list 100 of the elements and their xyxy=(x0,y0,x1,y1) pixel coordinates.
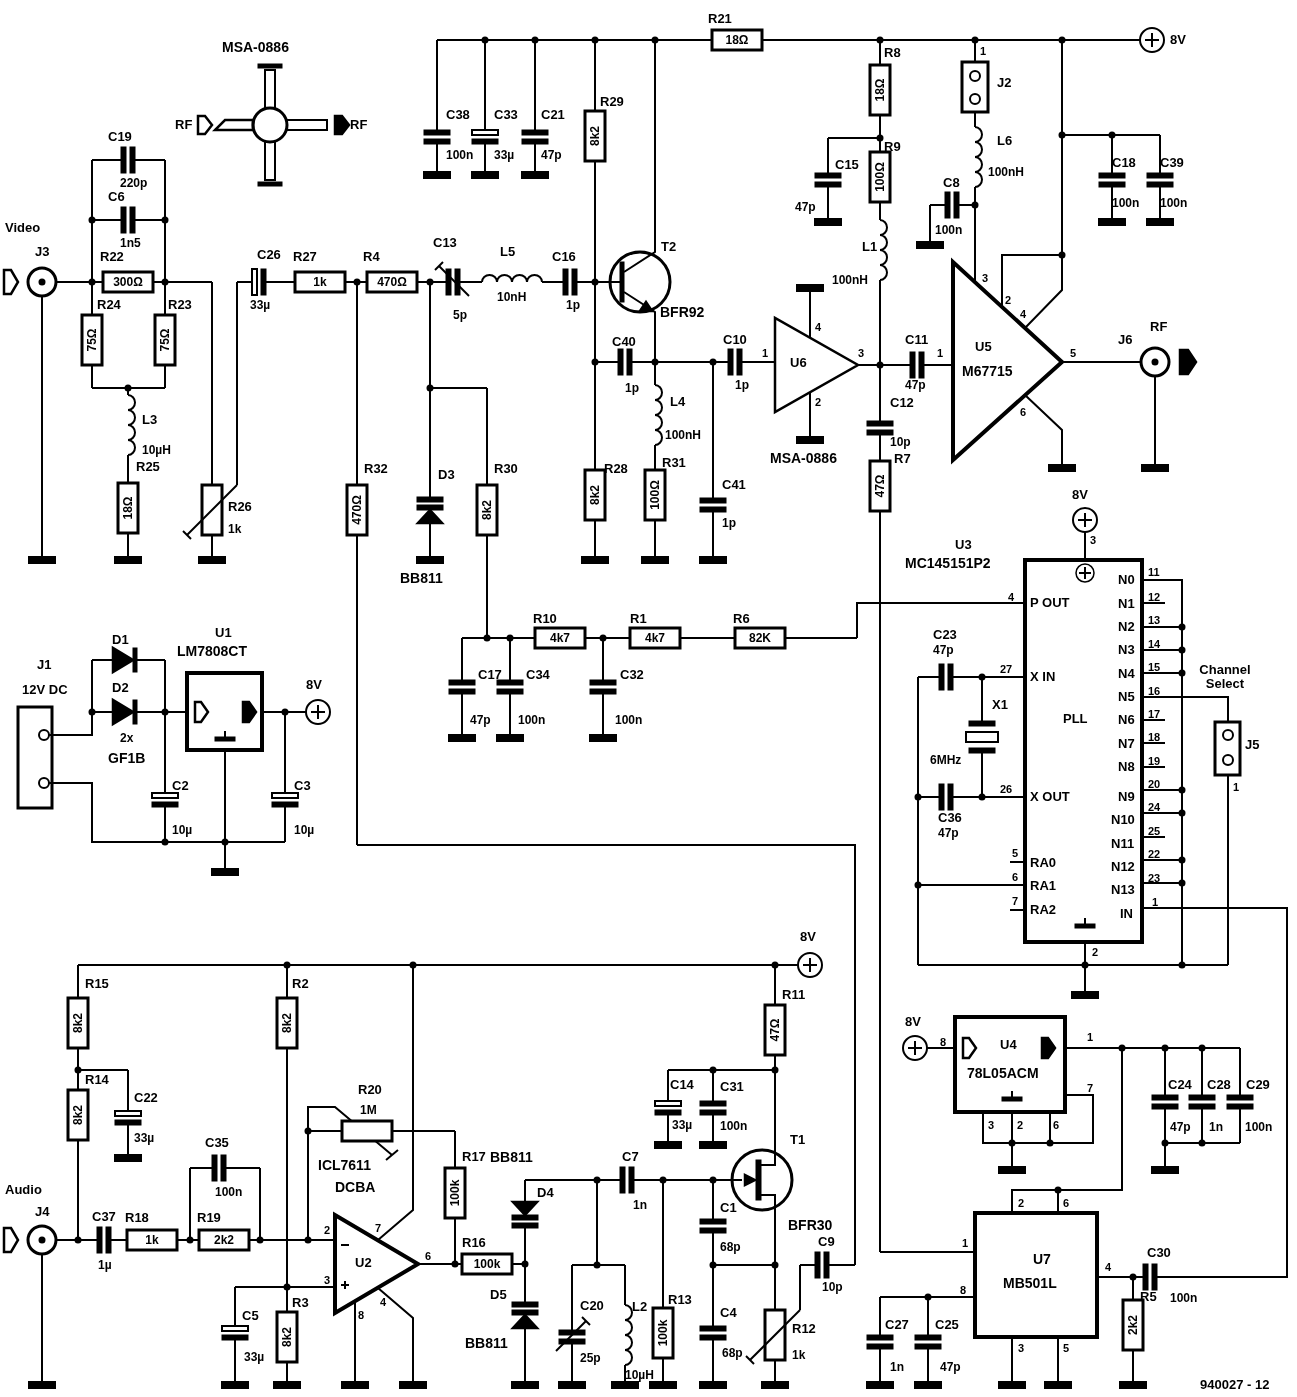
component-value: 100n xyxy=(215,1185,243,1199)
component-value: 47Ω xyxy=(873,474,887,498)
component-value: 100nH xyxy=(988,165,1025,179)
pin-number: 2 xyxy=(1018,1196,1025,1210)
component-value: 6MHz xyxy=(930,753,962,767)
component-reference: D3 xyxy=(438,468,455,482)
pin-number: 3 xyxy=(982,271,989,285)
component-value: 2k2 xyxy=(1126,1315,1140,1335)
part-number: MSA-0886 xyxy=(770,451,837,465)
component-value: 82K xyxy=(749,631,771,645)
component-value: 8k2 xyxy=(588,485,602,505)
component-reference: R3 xyxy=(292,1296,309,1310)
component-value: 10nH xyxy=(497,290,527,304)
component-reference: C36 xyxy=(938,811,962,825)
component-value: 75Ω xyxy=(158,328,172,352)
component-value: 10µ xyxy=(294,823,315,837)
component-reference: C1 xyxy=(720,1201,737,1215)
component-reference: C14 xyxy=(670,1078,694,1092)
pin-number: 4 xyxy=(1020,307,1027,321)
component-reference: R15 xyxy=(85,977,109,991)
signal-label: N13 xyxy=(1111,883,1135,897)
pin-number: 3 xyxy=(988,1118,995,1132)
component-reference: C22 xyxy=(134,1091,158,1105)
component-value: 18Ω xyxy=(873,78,887,102)
component-value: 75Ω xyxy=(85,328,99,352)
component-reference: C29 xyxy=(1246,1078,1270,1092)
component-reference: C5 xyxy=(242,1309,259,1323)
component-reference: C2 xyxy=(172,779,189,793)
component-reference: U4 xyxy=(1000,1038,1017,1052)
component-reference: L4 xyxy=(670,395,686,409)
pin-number: 2 xyxy=(815,395,822,409)
pin-number: 23 xyxy=(1148,871,1161,885)
component-reference: D1 xyxy=(112,633,129,647)
component-reference: R32 xyxy=(364,462,388,476)
component-reference: C33 xyxy=(494,108,518,122)
component-value: 2k2 xyxy=(214,1233,234,1247)
component-value: 470Ω xyxy=(350,495,364,525)
pin-number: 2 xyxy=(1005,293,1012,307)
component-reference: R1 xyxy=(630,612,647,626)
component-reference: C25 xyxy=(935,1318,959,1332)
component-value: 5p xyxy=(453,308,467,322)
component-reference: C41 xyxy=(722,478,746,492)
component-reference: R18 xyxy=(125,1211,149,1225)
pin-number: 1 xyxy=(762,346,769,360)
component-value: 100n xyxy=(1112,196,1140,210)
pin-number: 13 xyxy=(1148,613,1161,627)
component-value: 47p xyxy=(470,713,491,727)
component-reference: R7 xyxy=(894,452,911,466)
pin-number: 1 xyxy=(1152,895,1159,909)
component-reference: C38 xyxy=(446,108,470,122)
pin-number: 1 xyxy=(1087,1030,1094,1044)
pin-number: 2 xyxy=(1017,1118,1024,1132)
component-reference: C30 xyxy=(1147,1246,1171,1260)
pin-number: 7 xyxy=(1012,894,1019,908)
component-reference: C6 xyxy=(108,190,125,204)
component-value: 8k2 xyxy=(480,500,494,520)
component-reference: C3 xyxy=(294,779,311,793)
component-value: 1p xyxy=(722,516,736,530)
component-value: 1µ xyxy=(98,1258,112,1272)
component-value: 47p xyxy=(933,643,954,657)
component-value: 47p xyxy=(940,1360,961,1374)
signal-label: 8V xyxy=(800,930,816,944)
component-value: 18Ω xyxy=(121,496,135,520)
component-reference: D5 xyxy=(490,1288,507,1302)
signal-label: N9 xyxy=(1118,790,1135,804)
component-value: 47p xyxy=(795,200,816,214)
component-value: 47p xyxy=(541,148,562,162)
component-reference: R30 xyxy=(494,462,518,476)
component-reference: R17 xyxy=(462,1150,486,1164)
pin-number: 18 xyxy=(1148,730,1161,744)
component-value: 220p xyxy=(120,176,148,190)
component-reference: R2 xyxy=(292,977,309,991)
component-value: 33µ xyxy=(494,148,515,162)
component-value: 100n xyxy=(720,1119,748,1133)
pin-number: 5 xyxy=(1063,1341,1070,1355)
component-value: 100n xyxy=(446,148,474,162)
component-reference: U3 xyxy=(955,538,972,552)
pin-number: 6 xyxy=(1063,1196,1070,1210)
signal-label: P OUT xyxy=(1030,596,1070,610)
signal-label: N3 xyxy=(1118,643,1135,657)
component-reference: C31 xyxy=(720,1080,744,1094)
pin-number: 7 xyxy=(1087,1081,1094,1095)
component-reference: C13 xyxy=(433,236,457,250)
component-reference: C12 xyxy=(890,396,914,410)
component-value: 1n xyxy=(1209,1120,1223,1134)
signal-label: X OUT xyxy=(1030,790,1070,804)
signal-label: RF xyxy=(1150,320,1168,334)
part-number: MC145151P2 xyxy=(905,556,991,570)
component-reference: J1 xyxy=(37,658,52,672)
component-reference: U6 xyxy=(790,356,807,370)
pin-number: 22 xyxy=(1148,847,1161,861)
component-value: 33µ xyxy=(672,1118,693,1132)
signal-label: X IN xyxy=(1030,670,1056,684)
pin-number: 1 xyxy=(962,1236,969,1250)
component-reference: R12 xyxy=(792,1322,816,1336)
pin-number: 3 xyxy=(1018,1341,1025,1355)
component-value: 33µ xyxy=(134,1131,155,1145)
part-number: BB811 xyxy=(490,1150,533,1164)
component-reference: C24 xyxy=(1168,1078,1192,1092)
signal-label: N10 xyxy=(1111,813,1135,827)
